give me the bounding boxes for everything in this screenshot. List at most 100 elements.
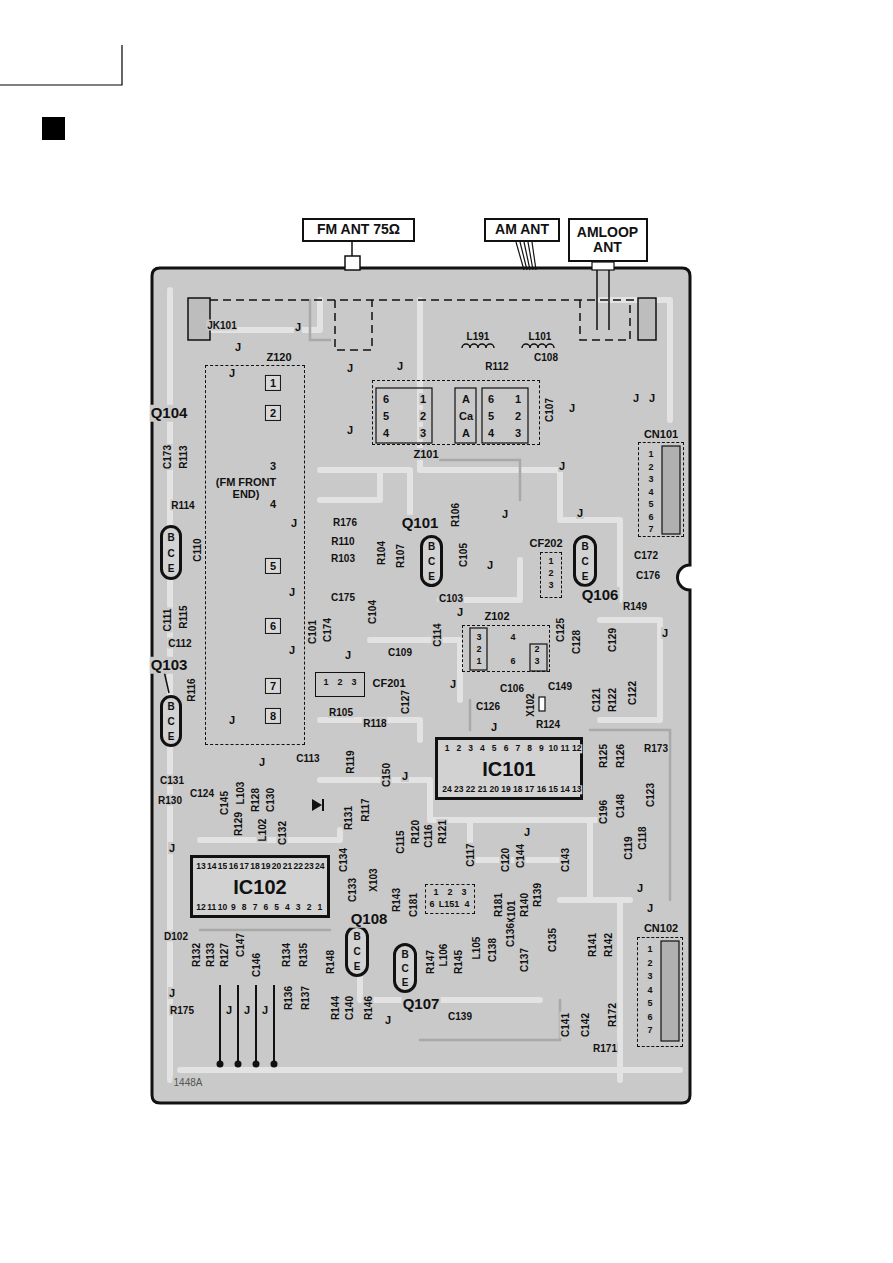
component-designator: C139 xyxy=(447,1011,473,1022)
pin-number: 3 xyxy=(467,744,474,753)
component-designator: C145 xyxy=(219,790,230,816)
pin-number: 7 xyxy=(252,903,259,912)
component-designator: C112 xyxy=(167,638,192,649)
component-designator: C103 xyxy=(438,593,464,604)
pin-letter: E xyxy=(427,570,436,581)
pin-letter: B xyxy=(580,541,589,552)
part-designator: CF202 xyxy=(528,537,563,549)
jumper-mark: J xyxy=(568,402,576,414)
pin-letter: E xyxy=(353,960,362,971)
component-designator: R120 xyxy=(410,819,421,845)
component-designator: C113 xyxy=(295,753,320,764)
pin-number: A xyxy=(461,427,471,439)
pin-number: 10 xyxy=(547,744,558,753)
component-designator: C110 xyxy=(192,537,203,562)
component-designator: C122 xyxy=(627,680,638,706)
pin-number: 9 xyxy=(538,744,545,753)
terminal-box: AMLOOP ANT xyxy=(568,218,648,262)
component-designator: C117 xyxy=(465,842,476,867)
pin-number: 1 xyxy=(514,393,522,405)
pin-number: 2 xyxy=(446,888,453,898)
pin-letter: C xyxy=(580,556,589,567)
jumper-mark: J xyxy=(486,559,494,571)
pin-number: A xyxy=(461,393,471,405)
transistor-outline: Q107BCE xyxy=(393,943,417,993)
pin-letter: C xyxy=(166,547,175,558)
component-designator: R173 xyxy=(643,743,669,754)
jumper-mark: J xyxy=(168,842,176,854)
component-designator: C111 xyxy=(162,608,173,633)
component-designator: C146 xyxy=(251,952,262,978)
pin-number: 1 xyxy=(547,557,554,567)
pin-number: 18 xyxy=(512,785,523,794)
pin-number: 12 xyxy=(195,903,206,912)
jack-terminal xyxy=(345,256,360,270)
component-designator: R125 xyxy=(598,743,609,769)
section-mark xyxy=(42,117,65,140)
pin-number: 5 xyxy=(265,558,281,574)
pin-number: 1 xyxy=(646,945,653,955)
jumper-mark: J xyxy=(523,826,531,838)
copper-traces xyxy=(170,290,680,1080)
pin-number: 13 xyxy=(571,785,582,794)
pin-number: 6 xyxy=(382,393,390,405)
component-designator: L103 xyxy=(235,781,246,806)
component-designator: R113 xyxy=(178,444,189,469)
component-designator: R133 xyxy=(205,942,216,968)
pin-number: 24 xyxy=(441,785,452,794)
component-designator: R141 xyxy=(587,932,598,958)
component-designator: R112 xyxy=(484,361,509,372)
pin-number: 6 xyxy=(487,393,495,405)
component-designator: R144 xyxy=(330,995,341,1021)
pin-number: 6 xyxy=(509,657,516,667)
pin-number: 14 xyxy=(559,785,570,794)
component-designator: C181 xyxy=(408,892,419,918)
pin-number: 3 xyxy=(533,657,540,667)
transistor-outline: Q104BCE xyxy=(160,525,182,580)
pin-number: 23 xyxy=(453,785,464,794)
component-designator: L105 xyxy=(471,936,482,961)
component-designator: C137 xyxy=(519,947,530,973)
component-designator: R136 xyxy=(283,985,294,1011)
component-designator: R122 xyxy=(607,687,618,713)
pin-number: 18 xyxy=(249,862,260,871)
component-designator: C140 xyxy=(344,995,355,1021)
component-designator: R121 xyxy=(437,819,448,845)
component-designator: C106 xyxy=(499,683,525,694)
ic-outline: 123456789101112IC10124232221201918171615… xyxy=(435,737,583,800)
pin-number: 7 xyxy=(647,525,654,535)
jumper-mark: J xyxy=(243,1004,251,1016)
component-designator: C128 xyxy=(571,629,582,655)
component-designator: C101 xyxy=(307,619,318,645)
pin-number: Ca xyxy=(458,410,474,422)
jumper-mark: J xyxy=(344,649,352,661)
coil-outline: 1236L1514 xyxy=(425,884,475,914)
antenna-lead xyxy=(351,242,353,256)
component-designator: C123 xyxy=(645,782,656,808)
pin-number: 2 xyxy=(265,405,281,421)
pin-number: 6 xyxy=(428,900,435,910)
jumper-mark: J xyxy=(396,360,404,372)
jumper-mark: J xyxy=(490,721,498,733)
board-outline xyxy=(152,268,690,1103)
loop-terminal xyxy=(592,262,614,270)
component-designator: R172 xyxy=(607,1002,618,1028)
component-designator: C176 xyxy=(635,570,661,581)
pin-number: 1 xyxy=(432,888,439,898)
pin-number: 2 xyxy=(475,645,482,655)
pin-number: 22 xyxy=(465,785,476,794)
pin-number: 21 xyxy=(477,785,488,794)
pin-number: 6 xyxy=(647,513,654,523)
ceramic-filter-outline: CF201123 xyxy=(315,672,365,697)
pin-number: 22 xyxy=(292,862,303,871)
component-designator: C173 xyxy=(162,444,173,470)
pin-number: 1 xyxy=(444,744,451,753)
pin-letter: C xyxy=(166,716,175,727)
edge-connector-pad xyxy=(217,1061,278,1068)
pin-letter: C xyxy=(427,556,436,567)
pin-number: 1 xyxy=(419,393,427,405)
component-designator: R145 xyxy=(453,949,464,975)
jumper-mark: J xyxy=(661,627,669,639)
